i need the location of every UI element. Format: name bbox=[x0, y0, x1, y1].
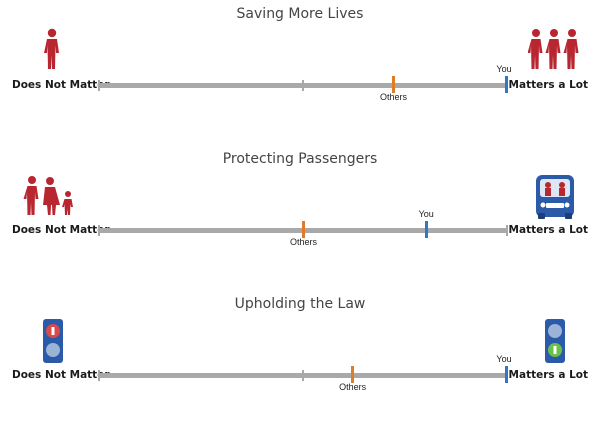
section-protecting-passengers: Protecting Passengers Does Not Matter Ma… bbox=[0, 145, 600, 283]
others-marker-label: Others bbox=[379, 92, 407, 102]
you-marker bbox=[505, 76, 508, 93]
scale-right-label: Matters a Lot bbox=[508, 79, 588, 91]
others-marker-label: Others bbox=[339, 382, 367, 392]
scale-left-label: Does Not Matter bbox=[12, 224, 110, 236]
section-title: Upholding the Law bbox=[234, 296, 366, 312]
scale-right-label: Matters a Lot bbox=[508, 369, 588, 381]
tick-end bbox=[506, 225, 508, 236]
others-marker bbox=[391, 76, 395, 93]
single-person-icon bbox=[44, 28, 59, 69]
you-marker bbox=[505, 366, 508, 383]
tick-start bbox=[98, 225, 100, 236]
tick-middle bbox=[302, 80, 304, 91]
tick-start bbox=[98, 370, 100, 381]
family-pedestrians-icon bbox=[23, 176, 73, 215]
car-with-passengers-icon bbox=[536, 175, 574, 219]
you-marker bbox=[424, 221, 428, 238]
scale-left-label: Does Not Matter bbox=[12, 79, 110, 91]
you-marker-label: You bbox=[496, 64, 512, 74]
importance-slider-track: Others You bbox=[98, 354, 512, 392]
section-upholding-the-law: Upholding the Law Does Not Matter Matter… bbox=[0, 290, 600, 428]
green-traffic-light-icon bbox=[545, 319, 565, 363]
others-marker-label: Others bbox=[289, 237, 318, 247]
section-saving-more-lives: Saving More Lives Does Not Matter Matter… bbox=[0, 0, 600, 138]
others-marker bbox=[351, 366, 355, 383]
you-marker-label: You bbox=[496, 354, 512, 364]
tick-start bbox=[98, 80, 100, 91]
section-title: Saving More Lives bbox=[236, 6, 364, 22]
you-marker-label: You bbox=[418, 209, 434, 219]
importance-slider-track: Others You bbox=[98, 209, 508, 247]
three-people-icon bbox=[528, 29, 579, 69]
red-traffic-light-icon bbox=[43, 319, 63, 363]
section-title: Protecting Passengers bbox=[222, 151, 378, 167]
others-marker bbox=[302, 221, 305, 238]
tick-middle bbox=[302, 370, 304, 381]
scale-right-label: Matters a Lot bbox=[508, 224, 588, 236]
importance-slider-track: Others You bbox=[98, 64, 512, 102]
scale-left-label: Does Not Matter bbox=[12, 369, 110, 381]
